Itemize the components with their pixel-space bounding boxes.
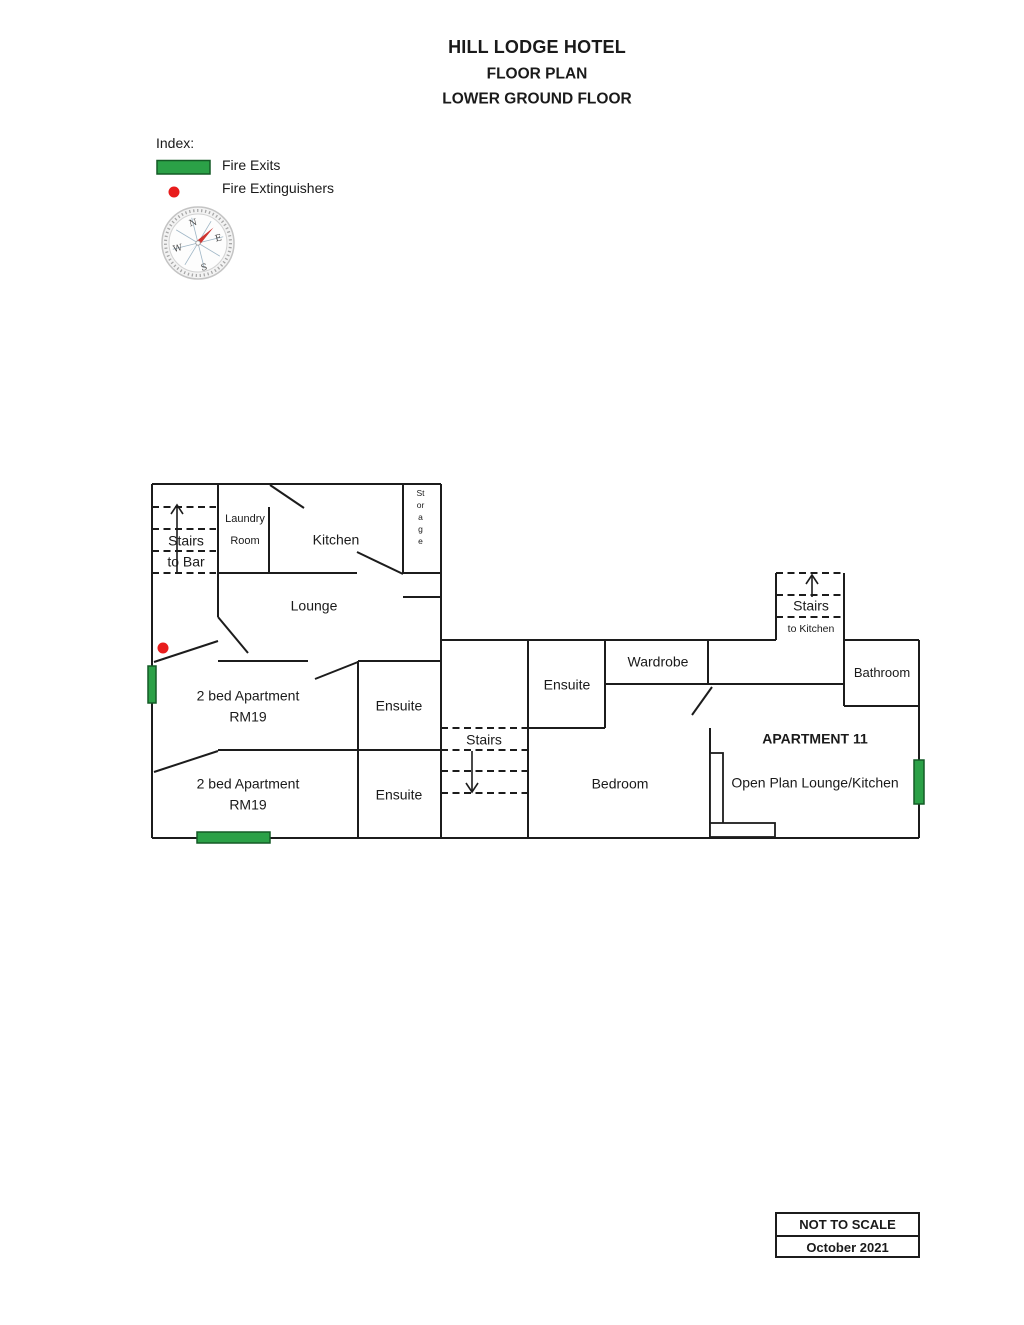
page-title: HILL LODGE HOTEL [448, 37, 626, 58]
label-kitchen: Kitchen [312, 531, 360, 548]
stairs-up-arrow-kitchen [805, 573, 819, 597]
label-bathroom: Bathroom [853, 664, 911, 680]
label-laundry: Laundry [225, 512, 265, 525]
label-stairs-corridor: Stairs [466, 731, 502, 748]
fire-exit-swatch [156, 159, 211, 175]
compass-n: N [188, 218, 198, 230]
scale-note: NOT TO SCALE [799, 1217, 896, 1232]
kitchen-counter [709, 752, 776, 838]
stair-treads [152, 506, 844, 794]
label-ensuite-middle: Ensuite [543, 676, 591, 693]
fire-exit-right-wall [913, 759, 925, 805]
label-apartment-lower: 2 bed Apartment [196, 775, 300, 792]
fire-exit-markers [147, 665, 925, 844]
label-open-plan-lounge-kitchen: Open Plan Lounge/Kitchen [731, 774, 899, 791]
label-apartment-lower-rm: RM19 [229, 796, 267, 813]
compass-letters: N E S W [172, 218, 223, 274]
compass-cap [195, 240, 201, 246]
label-bedroom: Bedroom [591, 775, 649, 792]
stairs-down-arrow-corridor [465, 751, 479, 794]
plan-date: October 2021 [777, 1235, 918, 1258]
label-storage: Storage [416, 488, 425, 546]
label-stairs-to-bar-dest: to Bar [167, 553, 205, 570]
label-ensuite-lower: Ensuite [375, 786, 423, 803]
label-stairs-to-bar: Stairs [168, 532, 204, 549]
compass-w: W [172, 243, 184, 255]
fire-extinguisher-swatch-dot [168, 186, 180, 198]
compass-needle-north [196, 227, 214, 245]
walls [151, 483, 920, 839]
fire-exit-bottom-wall [196, 831, 271, 844]
stairs-up-arrow-bar [170, 503, 184, 574]
label-lounge: Lounge [290, 597, 338, 614]
legend-fire-exits-label: Fire Exits [222, 157, 281, 173]
door-swings [153, 484, 713, 773]
label-stairs-to-kitchen-dest: to Kitchen [787, 623, 835, 636]
compass-s: S [200, 263, 208, 274]
footer-box: NOT TO SCALE October 2021 [775, 1212, 920, 1258]
fire-extinguisher-swatch [168, 186, 180, 198]
page-subtitle-doc: FLOOR PLAN [486, 65, 588, 83]
label-apartment-11: APARTMENT 11 [762, 730, 868, 747]
label-wardrobe: Wardrobe [627, 653, 689, 670]
compass-needles [182, 227, 214, 259]
label-stairs-to-kitchen: Stairs [793, 597, 829, 614]
label-ensuite-upper: Ensuite [375, 697, 423, 714]
label-apartment-upper: 2 bed Apartment [196, 687, 300, 704]
page-subtitle-floor: LOWER GROUND FLOOR [442, 90, 632, 108]
compass-tick-ring [164, 209, 232, 277]
fire-extinguisher-lounge [157, 642, 169, 654]
legend-heading: Index: [156, 135, 195, 151]
label-laundry-room: Room [230, 534, 260, 547]
label-apartment-upper-rm: RM19 [229, 708, 267, 725]
compass-rose: N E S W [161, 206, 235, 280]
fire-exit-left-wall [147, 665, 157, 704]
compass-e: E [214, 233, 223, 244]
legend-fire-extinguishers-label: Fire Extinguishers [222, 180, 335, 196]
fire-exit-swatch-rect [156, 159, 211, 175]
